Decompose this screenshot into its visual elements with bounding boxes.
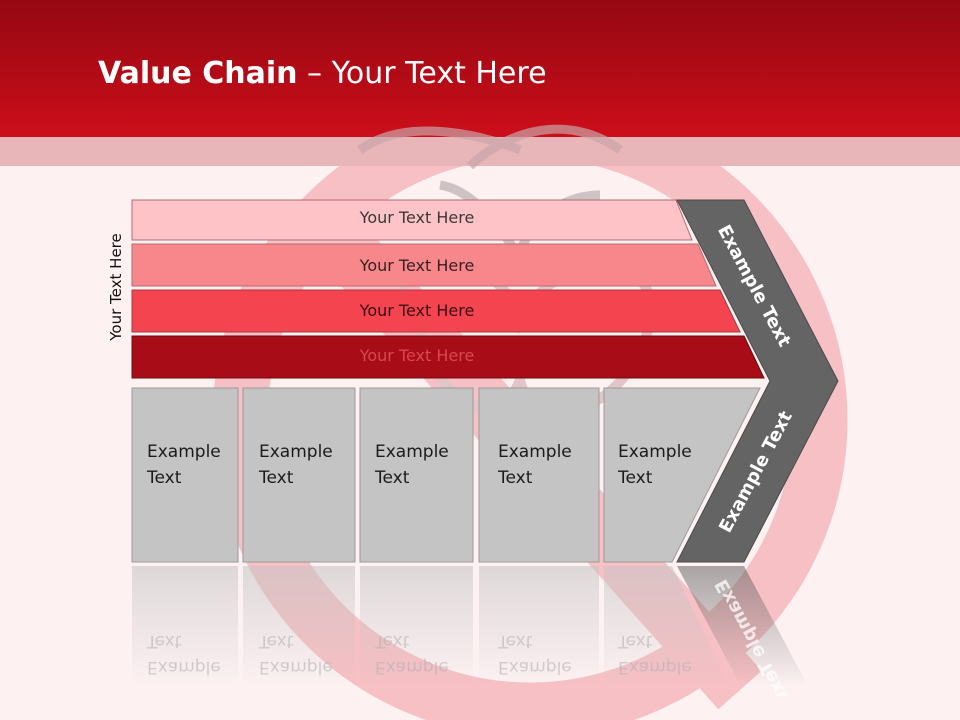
band-1 <box>131 199 693 241</box>
band-label-2: Your Text Here <box>359 256 475 275</box>
band-3 <box>131 289 741 333</box>
band-2 <box>131 243 717 287</box>
column-4 <box>478 387 600 563</box>
apple-stem-top-icon <box>357 124 623 170</box>
slide-title: Value Chain – Your Text Here <box>98 56 547 91</box>
band-4 <box>131 335 765 379</box>
column-5 <box>603 387 761 563</box>
column-2 <box>242 387 356 563</box>
reflection-chevron-label: Example Text <box>711 575 793 696</box>
reflection <box>132 566 808 686</box>
band-label-3: Your Text Here <box>359 301 475 320</box>
chevron-arrow <box>676 199 839 563</box>
column-1 <box>131 387 239 563</box>
band-label-4: Your Text Here <box>359 346 475 365</box>
header-bar <box>0 0 960 137</box>
prohibition-ring <box>212 166 848 720</box>
column-3 <box>359 387 474 563</box>
band-label-1: Your Text Here <box>359 208 475 227</box>
